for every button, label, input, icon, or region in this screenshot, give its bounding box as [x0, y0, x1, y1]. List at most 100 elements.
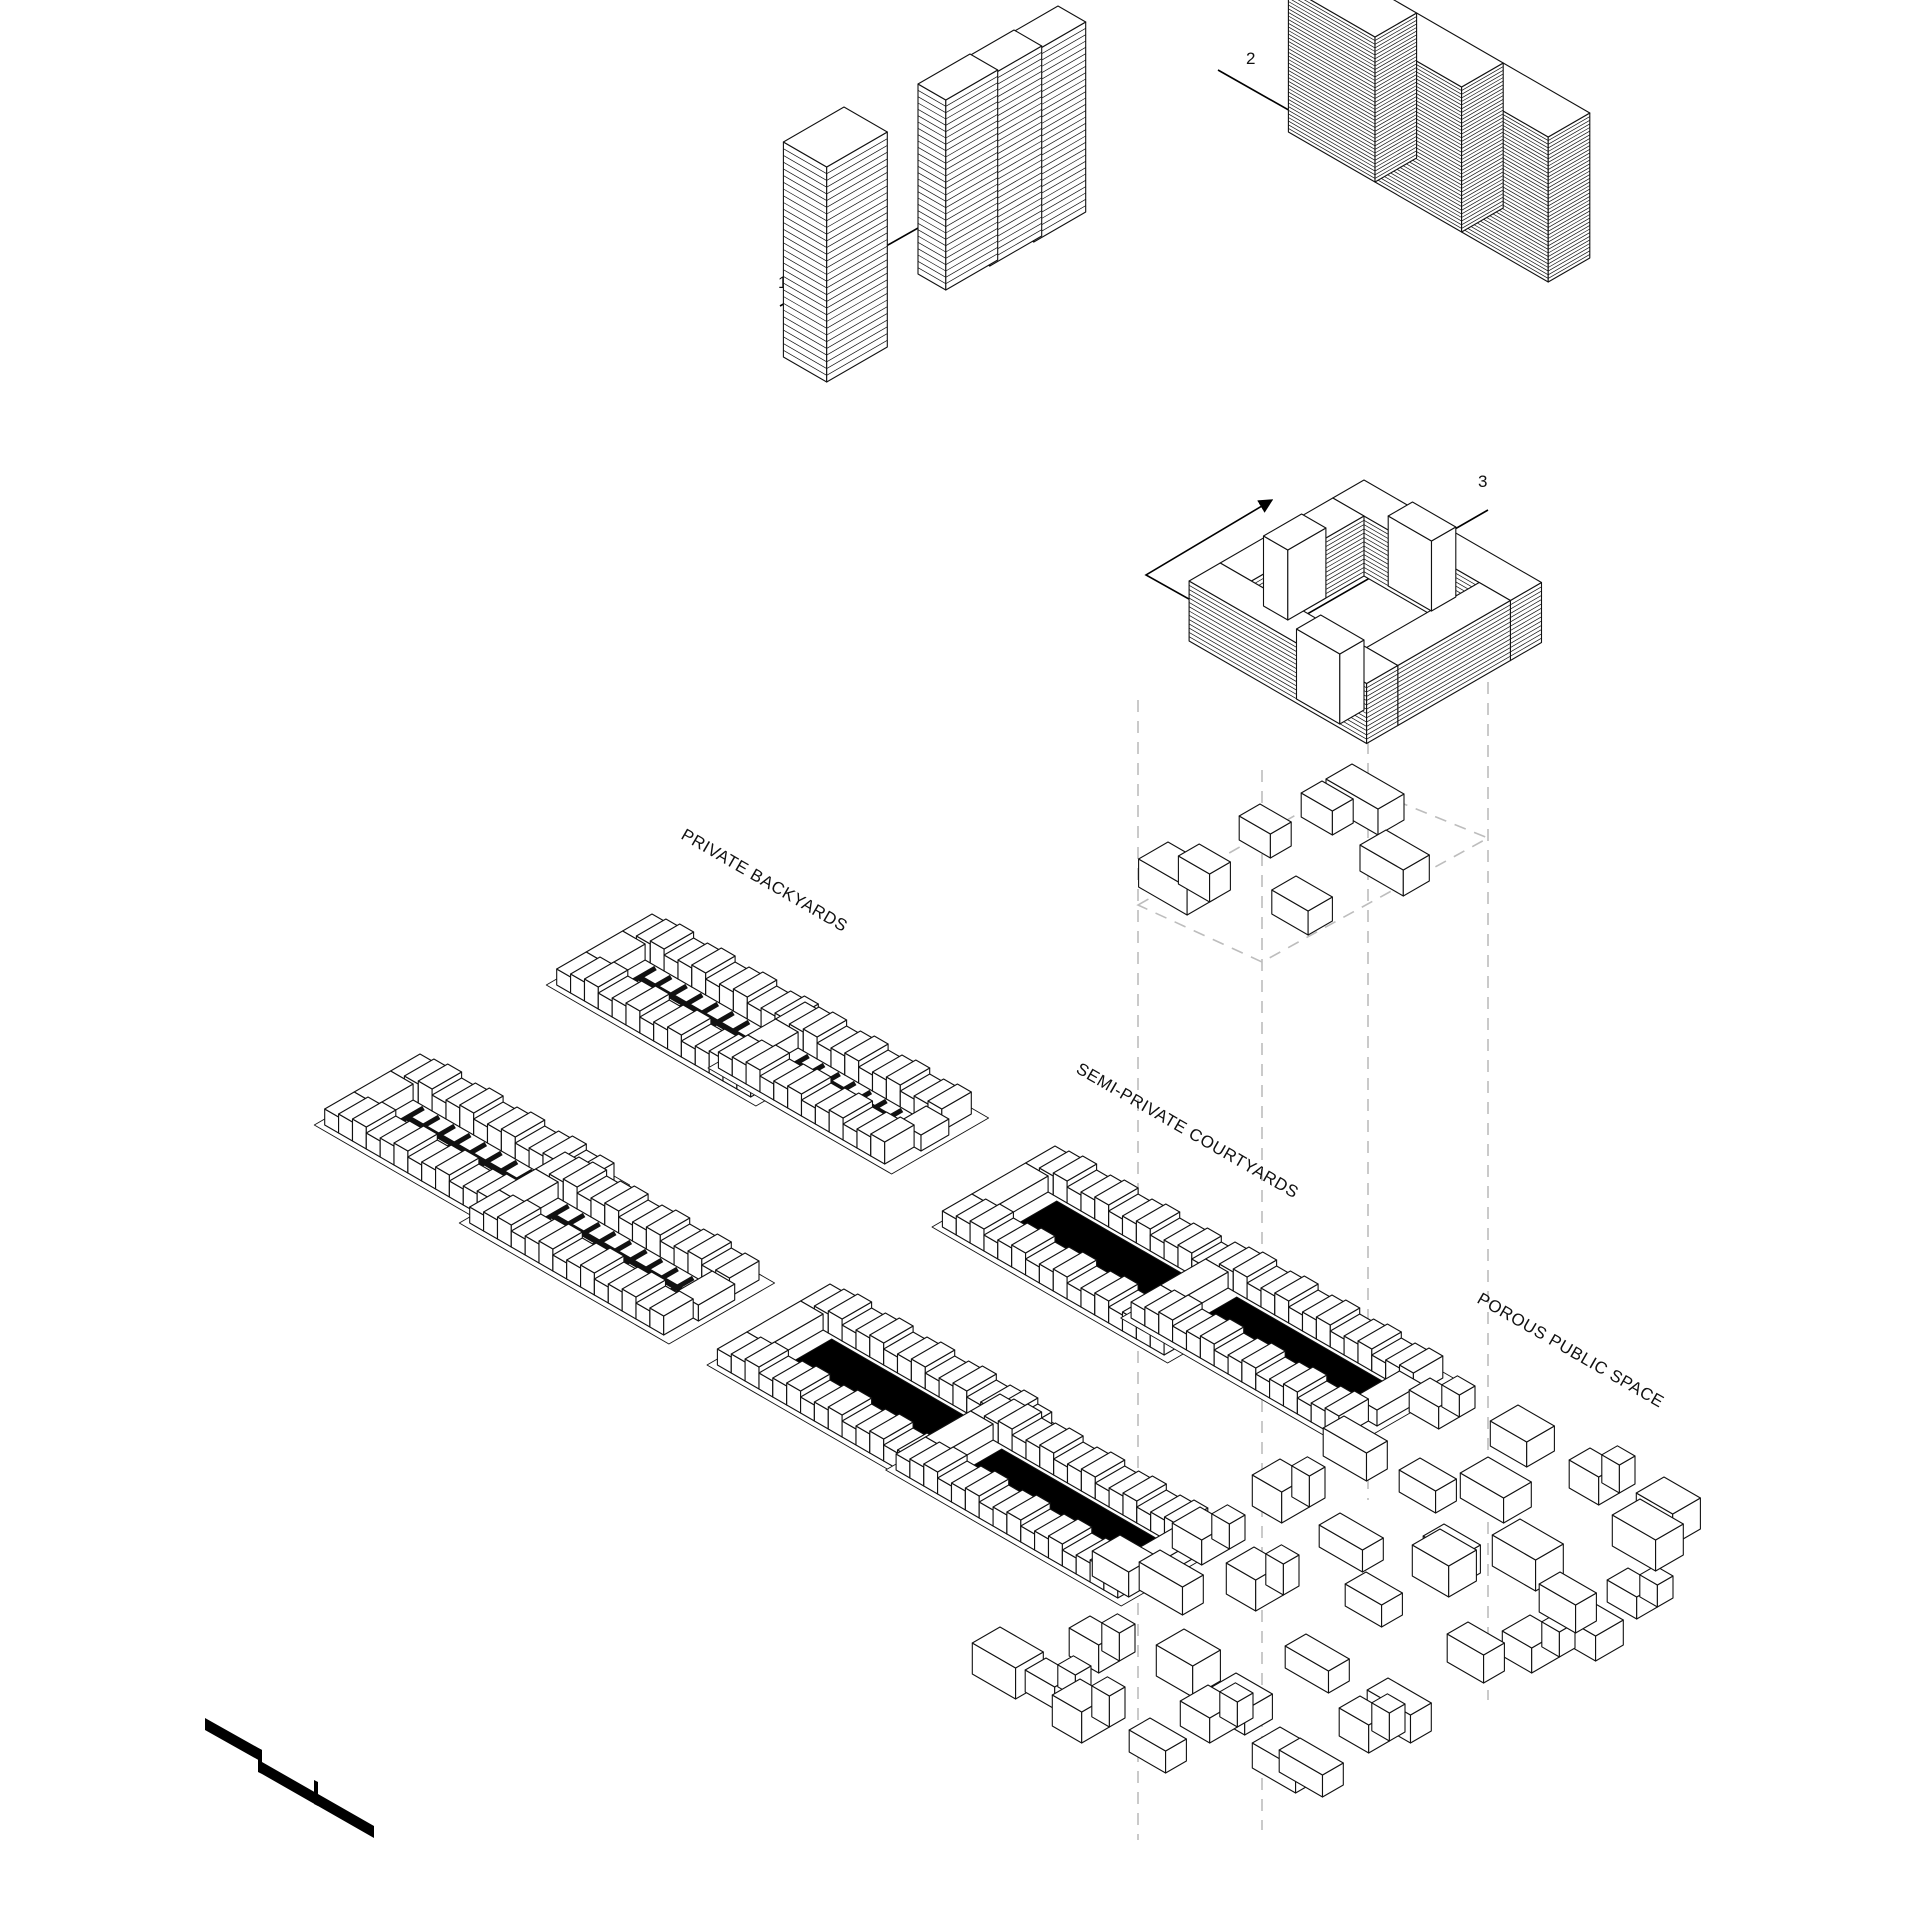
floor-line: [826, 299, 888, 336]
floor-line: [917, 115, 946, 133]
private-backyards-blocks: [313, 913, 990, 1345]
floor-line: [1548, 141, 1590, 167]
pavilion: [1322, 1415, 1388, 1482]
floor-line: [989, 96, 1042, 128]
block-face: [500, 1111, 546, 1138]
block-face: [1357, 1323, 1402, 1350]
floor-line: [989, 89, 1042, 121]
block-face: [1611, 1498, 1684, 1541]
floor-line: [1033, 27, 1086, 59]
floor-line: [1461, 196, 1504, 222]
block-face: [1459, 1456, 1532, 1499]
floor-line: [1548, 145, 1590, 170]
floor-line: [1033, 72, 1086, 104]
step-3-label: 3: [1478, 472, 1487, 491]
block-face: [1091, 1676, 1126, 1697]
floor-line: [826, 205, 888, 242]
floor-line: [1510, 633, 1542, 653]
floor-line: [917, 89, 946, 107]
floor-line: [1548, 199, 1590, 225]
floor-line: [945, 145, 998, 177]
block-face: [1309, 0, 1418, 38]
floor-line: [783, 309, 827, 336]
floor-line: [1288, 8, 1376, 60]
floor-line: [1461, 135, 1504, 160]
floor-line: [783, 181, 827, 208]
floor-line: [1366, 703, 1398, 723]
floor-line: [989, 178, 1042, 210]
block-face: [1128, 1717, 1187, 1752]
block-face: [417, 1063, 463, 1090]
floor-line: [783, 269, 827, 296]
floor-line: [1374, 167, 1462, 218]
floor-line: [1374, 132, 1417, 157]
floor-line: [1548, 177, 1590, 203]
courtyard-house: [1300, 780, 1354, 836]
roof-step: [1295, 614, 1365, 725]
floor-line: [917, 222, 946, 240]
floor-line: [1548, 214, 1590, 239]
floor-line: [1297, 0, 1376, 45]
block-face: [782, 106, 888, 168]
pavilion: [1489, 1404, 1555, 1468]
floor-line: [1374, 56, 1417, 81]
block-face: [869, 1413, 914, 1440]
block-face: [917, 53, 999, 101]
floor-line: [1461, 88, 1504, 113]
floor-line: [1548, 156, 1590, 181]
floor-line: [826, 259, 888, 296]
floor-line: [1374, 88, 1417, 114]
floor-line: [1461, 164, 1504, 189]
floor-line: [783, 228, 827, 255]
block-face: [687, 1233, 732, 1260]
pavilion: [1411, 1528, 1477, 1598]
floor-line: [1033, 173, 1086, 205]
floor-line: [1461, 167, 1504, 193]
floor-line: [826, 333, 888, 369]
floor-line: [1510, 595, 1542, 614]
floor-line: [783, 175, 827, 201]
block-face: [583, 961, 629, 988]
block-face: [802, 1011, 848, 1038]
floor-line: [783, 316, 827, 343]
floor-line: [1288, 44, 1376, 96]
floor-line: [826, 158, 888, 195]
floor-line: [1461, 217, 1549, 268]
block-face: [351, 1101, 397, 1128]
floor-line: [1461, 153, 1504, 178]
floor-line: [1374, 146, 1417, 172]
block-face: [1138, 1549, 1204, 1588]
pavilion: [1398, 1457, 1457, 1514]
floor-line: [1366, 686, 1398, 706]
pavilion: [1291, 1456, 1326, 1508]
floor-line: [1548, 235, 1590, 261]
floor-line: [1374, 103, 1417, 128]
pavilion: [1459, 1456, 1532, 1524]
floor-line: [1033, 154, 1086, 186]
floor-line: [1288, 55, 1376, 107]
floor-line: [1548, 116, 1590, 141]
floor-line: [917, 248, 946, 266]
block-face: [1411, 1528, 1477, 1567]
floor-line: [1397, 621, 1511, 688]
block-face: [1284, 1633, 1350, 1672]
floor-line: [1374, 81, 1417, 107]
floor-line: [945, 82, 998, 114]
floor-line: [1510, 612, 1542, 631]
floor-line: [1461, 69, 1504, 95]
block-face: [1278, 1737, 1344, 1776]
floor-line: [1510, 590, 1542, 610]
block-face: [1398, 1457, 1457, 1492]
floor-line: [945, 113, 998, 145]
floor-line: [1033, 141, 1086, 173]
pavilion: [1265, 1544, 1300, 1596]
porous-public-space-label: POROUS PUBLIC SPACE: [1474, 1289, 1667, 1412]
floor-line: [783, 148, 827, 175]
block-face: [1635, 1476, 1701, 1515]
block-face: [625, 985, 670, 1012]
block-face: [1047, 1518, 1093, 1545]
floor-line: [1288, 33, 1376, 85]
floor-line: [783, 282, 827, 309]
block-face: [1265, 1544, 1300, 1565]
floor-line: [1548, 119, 1590, 145]
